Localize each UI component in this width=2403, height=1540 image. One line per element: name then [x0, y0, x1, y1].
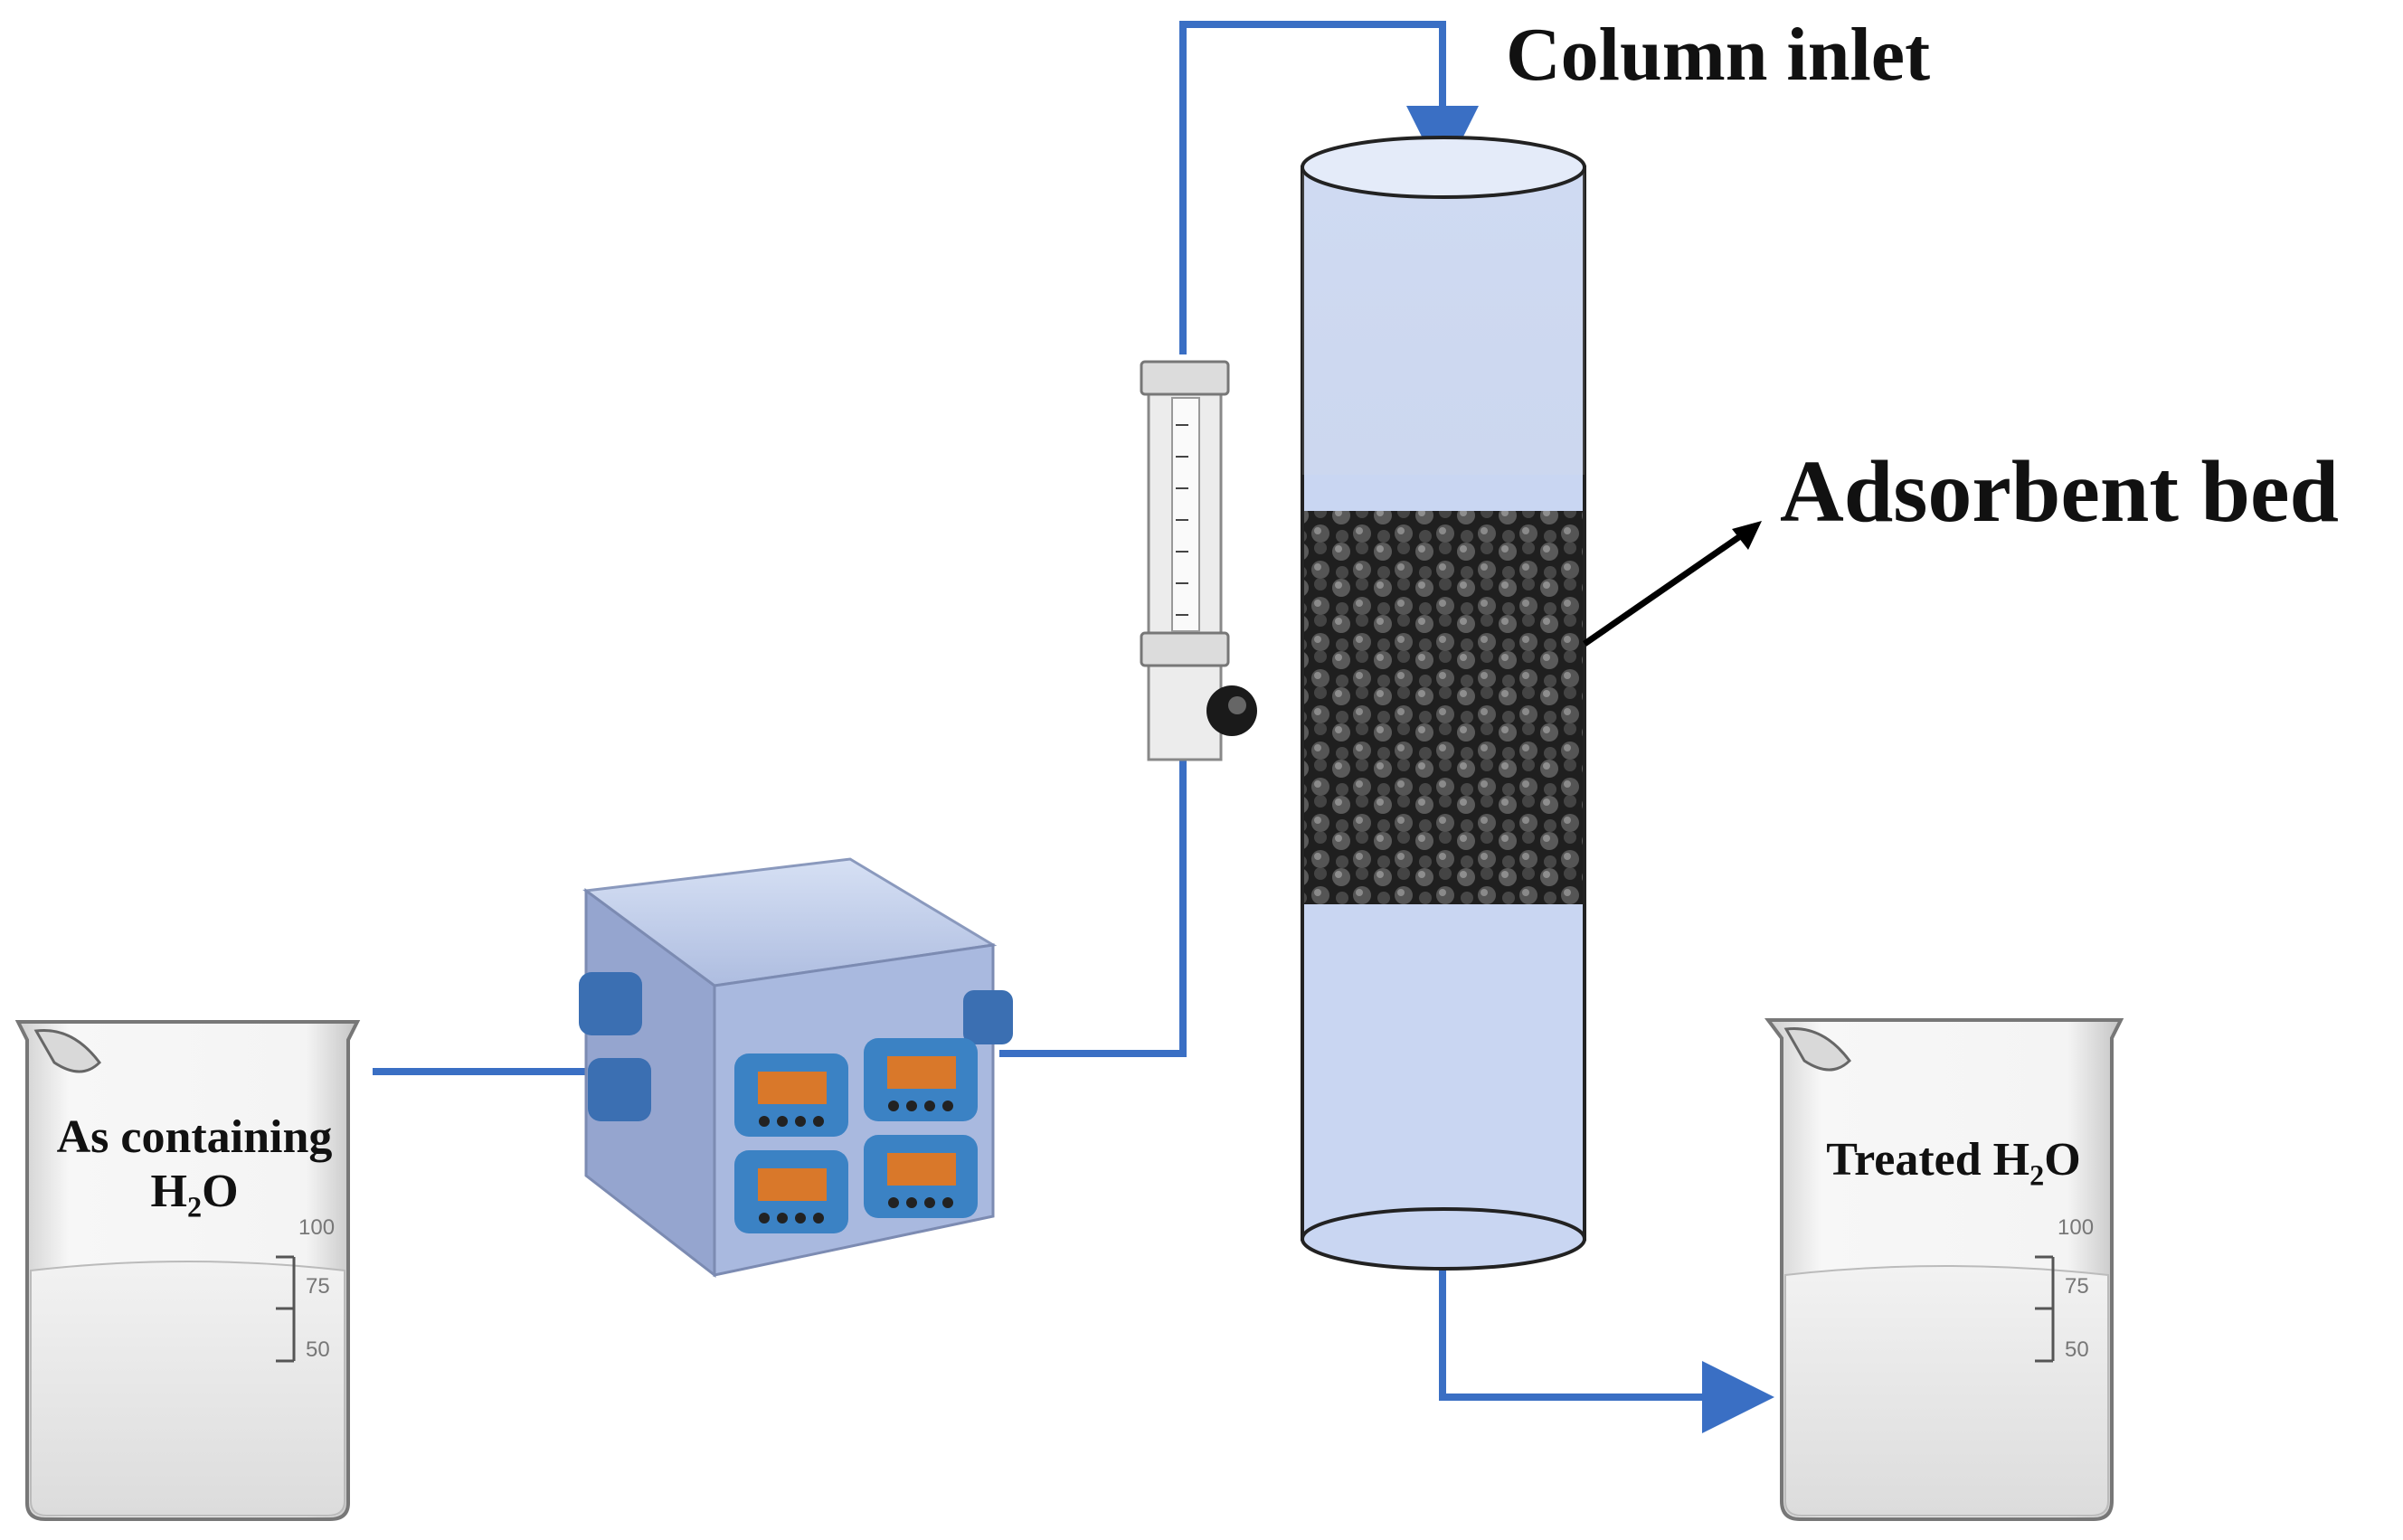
- rotameter-icon: [1140, 360, 1257, 761]
- adsorbent-bed-label: Adsorbent bed: [1780, 443, 2340, 541]
- beaker-icon-feed: [14, 1020, 361, 1521]
- feed-line1: As containing: [56, 1111, 333, 1163]
- pump-to-rotameter-tube: [999, 755, 1187, 1057]
- rotameter-to-column-tube: [1179, 21, 1479, 354]
- arrow-icon: [1583, 524, 1756, 647]
- peristaltic-pump-icon: [579, 857, 1013, 1279]
- treated-water-label: Treated H2O: [1826, 1134, 2081, 1192]
- arrow-head: [1732, 521, 1762, 550]
- scale-50-right: 50: [2065, 1337, 2089, 1362]
- feed-line2: H2O: [150, 1165, 239, 1223]
- feed-water-label: As containing H2O: [36, 1110, 353, 1223]
- column-icon: [1301, 136, 1586, 1271]
- adsorbent-bed: [1304, 511, 1583, 904]
- scale-75-left: 75: [306, 1274, 330, 1299]
- pump-display-panel: [734, 1038, 978, 1233]
- scale-50-left: 50: [306, 1337, 330, 1362]
- scale-100-right: 100: [2058, 1215, 2094, 1240]
- beaker-icon-treated: [1764, 1018, 2124, 1521]
- scale-75-right: 75: [2065, 1274, 2089, 1299]
- column-outlet-tube: [1439, 1266, 1774, 1433]
- tubing: [373, 21, 1774, 1433]
- scale-100-left: 100: [298, 1215, 335, 1240]
- column-inlet-label: Column inlet: [1506, 13, 1931, 97]
